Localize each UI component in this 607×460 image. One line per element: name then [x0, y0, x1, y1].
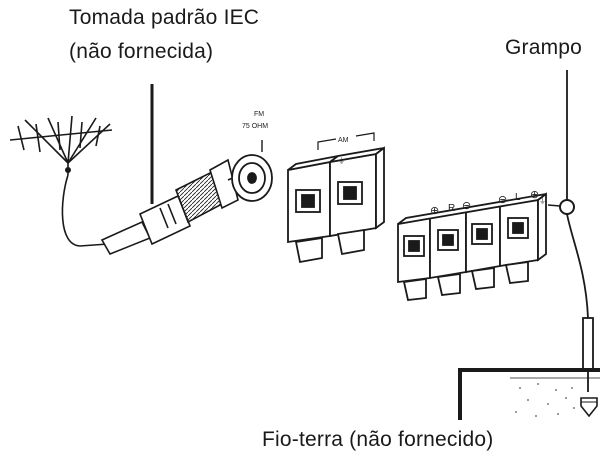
coax-plug: [100, 158, 243, 256]
am-terminal-block[interactable]: [287, 146, 385, 264]
r-label: R: [448, 203, 455, 214]
r-minus-label: ⊖: [462, 200, 471, 212]
am-label: AM: [338, 137, 349, 144]
socket-label-line1: Tomada padrão IEC: [69, 6, 260, 29]
l-plus-label: ⊕: [530, 189, 539, 201]
ground-wire-label: Fio-terra (não fornecido): [262, 428, 494, 451]
am-ground-symbol: ⏚: [338, 157, 345, 165]
antenna-icon: [9, 115, 113, 247]
speaker-terminal-block[interactable]: [397, 192, 547, 301]
fm-jack[interactable]: [231, 154, 273, 202]
l-minus-label: ⊖: [498, 194, 507, 206]
earth-ground: [458, 368, 600, 420]
antenna-junction: [65, 167, 71, 173]
socket-label-line2: (não fornecida): [69, 40, 214, 63]
clamp-label: Grampo: [505, 36, 583, 59]
r-plus-label: ⊕: [430, 205, 439, 217]
clamp-ground-symbol: ⏚: [539, 197, 546, 205]
clamp-icon[interactable]: [559, 199, 575, 215]
l-label: L: [515, 192, 521, 203]
ground-wire: [566, 70, 594, 392]
fm-impedance-label: 75 OHM: [242, 123, 268, 130]
fm-label: FM: [254, 111, 264, 118]
ground-rod-icon: [580, 397, 598, 418]
